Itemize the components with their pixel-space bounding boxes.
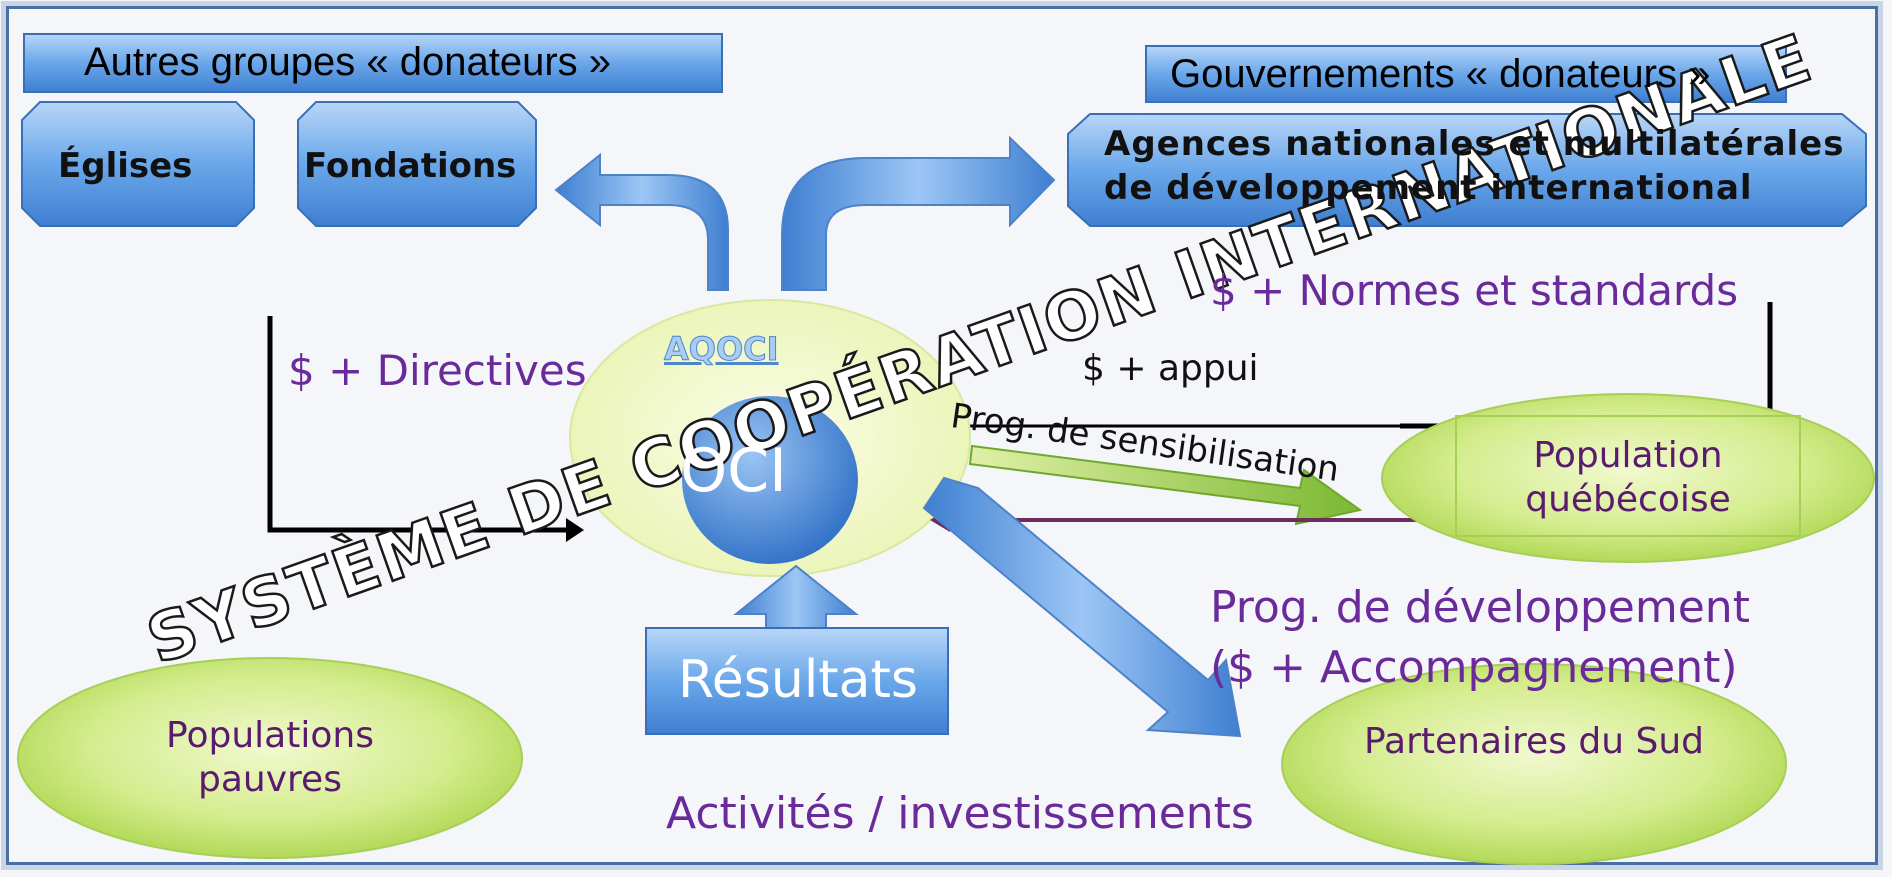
resultats-box xyxy=(645,627,949,735)
eglises-box xyxy=(21,101,255,227)
population-quebecoise-frame xyxy=(1455,415,1801,537)
normes-label: $ + Normes et standards xyxy=(1210,266,1739,315)
autres-groupes-bar xyxy=(23,33,723,93)
gouvernements-bar xyxy=(1145,45,1787,103)
population-quebecoise-label: Population québécoise xyxy=(1525,435,1731,520)
partenaires-sud-label: Partenaires du Sud xyxy=(1363,721,1705,762)
arrow-to-agences xyxy=(781,135,1056,291)
autres-groupes-title: Autres groupes « donateurs » xyxy=(84,40,612,84)
gouvernements-title: Gouvernements « donateurs » xyxy=(1170,52,1711,96)
activites-label: Activités / investissements xyxy=(666,788,1254,839)
prog-dev-label: Prog. de développement xyxy=(1210,582,1750,633)
arrow-sensibilisation xyxy=(968,444,1363,526)
resultats-label: Résultats xyxy=(678,650,919,710)
appui-label: $ + appui xyxy=(1082,348,1259,389)
populations-pauvres-label: Populations pauvres xyxy=(166,715,374,800)
oci-circle xyxy=(682,396,858,564)
partenaires-sud-ellipse xyxy=(1281,663,1787,865)
directives-arrowhead xyxy=(566,518,584,542)
accompagnement-label: ($ + Accompagnement) xyxy=(1210,642,1738,693)
oci-label: OCI xyxy=(680,436,787,506)
directives-label: $ + Directives xyxy=(288,346,587,395)
population-quebecoise-ellipse xyxy=(1381,393,1875,563)
fondations-box xyxy=(297,101,537,227)
arrow-prog-dev xyxy=(922,476,1242,738)
agences-label: Agences nationales et multilatérales de … xyxy=(1104,124,1845,208)
eglises-label: Églises xyxy=(58,146,193,186)
populations-pauvres-ellipse xyxy=(17,657,523,859)
aqoci-label: AQOCI xyxy=(664,330,780,369)
arrow-to-fondations xyxy=(554,152,729,291)
fondations-label: Fondations xyxy=(304,146,517,186)
directives-line xyxy=(267,316,566,533)
agences-box xyxy=(1067,113,1867,227)
